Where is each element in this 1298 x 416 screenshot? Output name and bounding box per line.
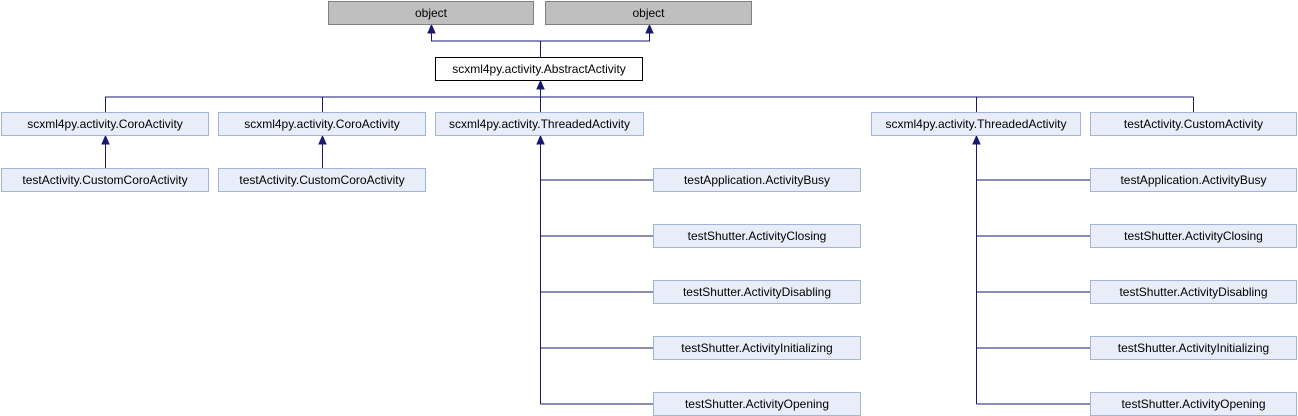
node-coro-activity-2[interactable]: scxml4py.activity.CoroActivity — [218, 112, 426, 136]
node-activity-closing-1[interactable]: testShutter.ActivityClosing — [653, 224, 861, 248]
arrowhead-object-2 — [645, 23, 654, 34]
node-activity-busy-1[interactable]: testApplication.ActivityBusy — [653, 168, 861, 192]
edge-children-bus — [105, 96, 1194, 112]
arrowhead-threaded-2 — [972, 134, 981, 145]
edge-abstract-to-object-2 — [540, 26, 650, 42]
node-threaded-activity-2[interactable]: scxml4py.activity.ThreadedActivity — [871, 112, 1081, 136]
node-threaded-activity-1[interactable]: scxml4py.activity.ThreadedActivity — [435, 112, 644, 136]
edge-abstract-to-object-1 — [431, 26, 541, 57]
node-activity-initializing-2[interactable]: testShutter.ActivityInitializing — [1090, 336, 1297, 360]
node-coro-activity-1[interactable]: scxml4py.activity.CoroActivity — [1, 112, 209, 136]
node-object-1: object — [328, 1, 534, 25]
node-abstract-activity: scxml4py.activity.AbstractActivity — [435, 57, 643, 81]
arrowhead-coro-2 — [318, 134, 327, 145]
node-activity-opening-1[interactable]: testShutter.ActivityOpening — [653, 392, 861, 416]
arrowhead-object-1 — [427, 23, 436, 34]
arrowhead-coro-1 — [101, 134, 110, 145]
node-activity-opening-2[interactable]: testShutter.ActivityOpening — [1090, 392, 1297, 416]
node-activity-disabling-2[interactable]: testShutter.ActivityDisabling — [1090, 280, 1297, 304]
node-custom-coro-activity-1[interactable]: testActivity.CustomCoroActivity — [1, 168, 209, 192]
node-object-2: object — [545, 1, 752, 25]
arrowhead-threaded-1 — [536, 134, 545, 145]
node-activity-initializing-1[interactable]: testShutter.ActivityInitializing — [653, 336, 861, 360]
arrowhead-abstract — [536, 79, 545, 90]
node-activity-busy-2[interactable]: testApplication.ActivityBusy — [1090, 168, 1297, 192]
node-custom-coro-activity-2[interactable]: testActivity.CustomCoroActivity — [218, 168, 426, 192]
node-custom-activity[interactable]: testActivity.CustomActivity — [1090, 112, 1297, 136]
node-activity-disabling-1[interactable]: testShutter.ActivityDisabling — [653, 280, 861, 304]
node-activity-closing-2[interactable]: testShutter.ActivityClosing — [1090, 224, 1297, 248]
